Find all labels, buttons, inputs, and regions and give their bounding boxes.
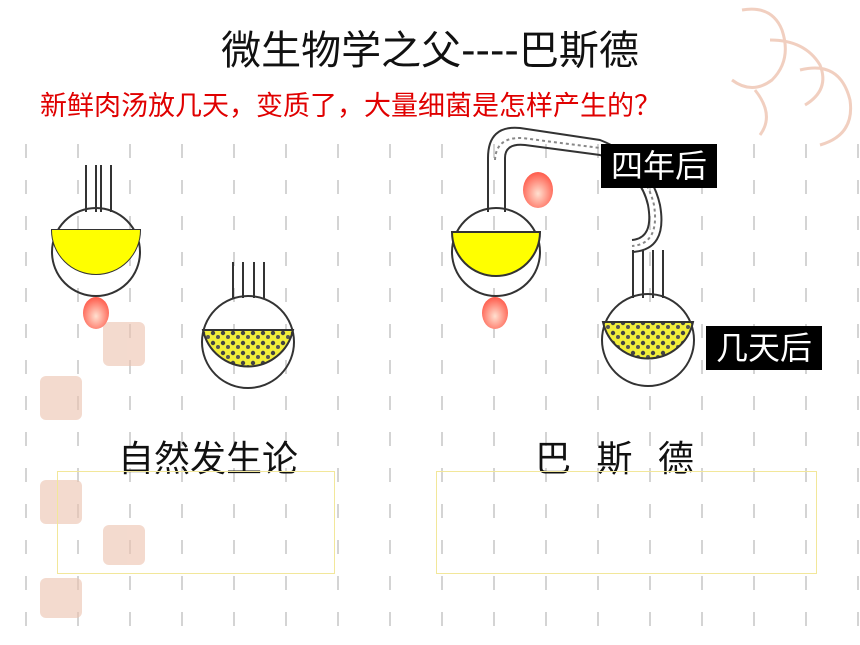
- answer-box-right[interactable]: [436, 471, 817, 574]
- answer-box-left[interactable]: [57, 471, 335, 574]
- seal-icon: [40, 322, 145, 618]
- flame-icon: [83, 297, 109, 329]
- question-text: 新鲜肉汤放几天，变质了，大量细菌是怎样产生的？: [40, 91, 661, 122]
- label-few-days: 几天后: [706, 326, 823, 370]
- seal-icon: [731, 7, 853, 147]
- flask-left-bacteria: [201, 262, 295, 389]
- right-caption: 巴 斯 德: [535, 439, 694, 480]
- label-four-years: 四年后: [601, 144, 718, 188]
- flame-icon: [482, 297, 508, 329]
- flame-icon: [523, 172, 553, 208]
- flask-left-boiling: [50, 165, 142, 297]
- page-title: 微生物学之父----巴斯德: [221, 28, 639, 74]
- left-caption: 自然发生论: [118, 439, 299, 480]
- flask-right-bacteria: [601, 250, 695, 387]
